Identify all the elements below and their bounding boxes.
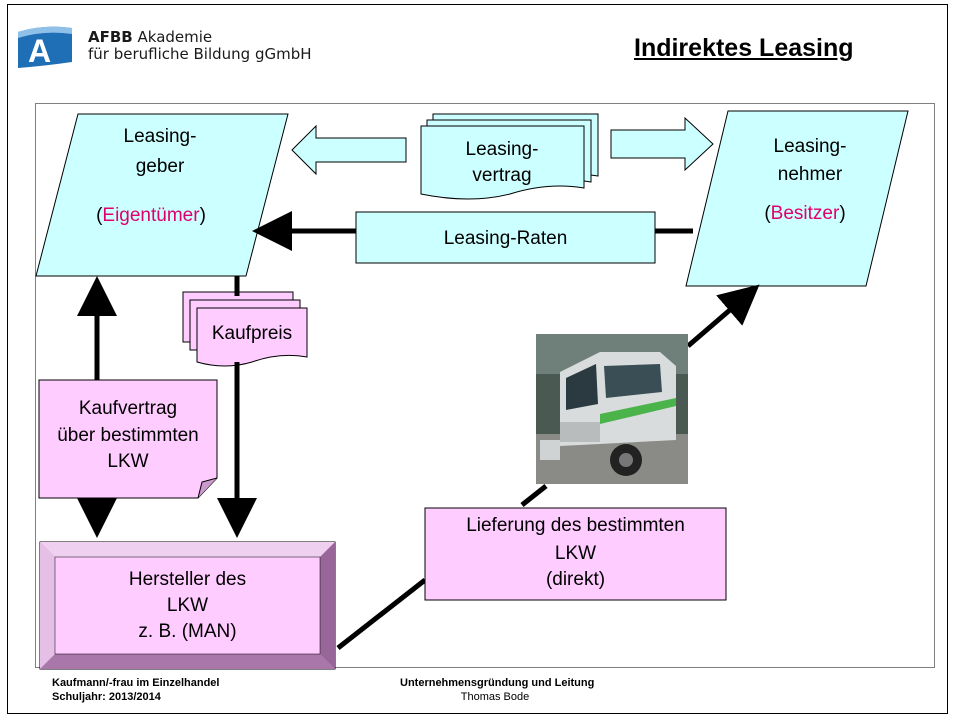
kaufpreis-label: Kaufpreis xyxy=(211,323,293,344)
leasingnehmer-role: (Besitzer) xyxy=(764,203,846,224)
hersteller-label-1: Hersteller des xyxy=(128,569,247,590)
leasinggeber-label-1: Leasing- xyxy=(123,126,197,147)
kaufvertrag-label-1: Kaufvertrag xyxy=(78,398,178,419)
lieferung-label-1: Lieferung des bestimmten xyxy=(466,515,685,536)
vertrag-label-1: Leasing- xyxy=(465,139,539,160)
raten-box xyxy=(355,211,656,264)
org-subtitle: für berufliche Bildung gGmbH xyxy=(88,45,312,63)
leasinggeber-label-2: geber xyxy=(135,156,185,177)
leasingnehmer-shape xyxy=(685,110,909,287)
block-arrow-right xyxy=(610,116,714,172)
kaufpreis-document xyxy=(196,307,308,367)
lieferung-box xyxy=(424,507,727,601)
lieferung-arrow xyxy=(686,284,760,348)
kaufvertrag-label-2: über bestimmten xyxy=(57,425,199,446)
leasingnehmer-label-2: nehmer xyxy=(777,164,843,185)
org-short: AFBB xyxy=(88,28,133,46)
slide-frame xyxy=(7,4,948,714)
leasingnehmer-label-1: Leasing- xyxy=(773,136,847,157)
footer-schoolyear: Schuljahr: 2013/2014 xyxy=(52,691,161,703)
org-word: Akademie xyxy=(137,28,213,46)
lieferung-label-2: LKW xyxy=(554,543,597,564)
footer-author: Thomas Bode xyxy=(460,691,530,703)
hersteller-label-2: LKW xyxy=(166,595,209,616)
hersteller-label-3: z. B. (MAN) xyxy=(138,621,237,642)
truck-photo xyxy=(536,334,688,484)
logo-letter: A xyxy=(28,33,51,69)
lieferung-label-3: (direkt) xyxy=(545,569,606,590)
leasingvertrag-document xyxy=(420,125,585,200)
eigentuemer-label: Eigentümer xyxy=(102,205,200,226)
block-arrow-left xyxy=(291,124,407,176)
footer-course: Kaufmann/-frau im Einzelhandel xyxy=(52,677,220,689)
leasinggeber-shape xyxy=(35,113,289,277)
leasinggeber-role: (Eigentümer) xyxy=(96,205,206,226)
slide-title: Indirektes Leasing xyxy=(634,34,854,62)
besitzer-label: Besitzer xyxy=(770,203,840,224)
afbb-logo-icon: A xyxy=(18,26,72,69)
diagram-area xyxy=(35,103,935,668)
footer-subject: Unternehmensgründung und Leitung xyxy=(400,677,595,689)
vertrag-label-2: vertrag xyxy=(472,165,532,186)
raten-label: Leasing-Raten xyxy=(443,228,568,249)
kaufvertrag-label-3: LKW xyxy=(107,451,149,472)
org-name: AFBB Akademie xyxy=(88,28,212,46)
